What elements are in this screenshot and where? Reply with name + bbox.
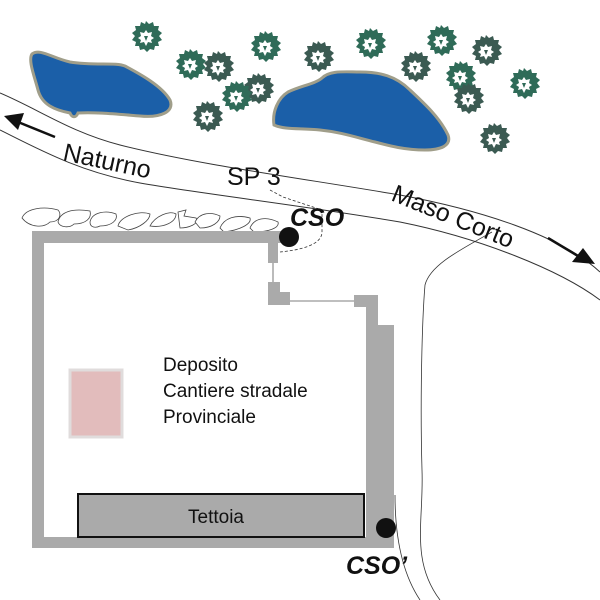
road-label-sp3: SP 3 bbox=[227, 163, 281, 191]
pond-right bbox=[272, 70, 451, 152]
tree-icon bbox=[204, 51, 234, 82]
tree-icon bbox=[427, 25, 457, 56]
arrow-left-icon bbox=[4, 113, 56, 139]
side-road-edge-east bbox=[394, 494, 421, 600]
tree-icon bbox=[193, 101, 223, 132]
side-road-edge-west bbox=[420, 231, 493, 600]
rock-barrier bbox=[21, 207, 279, 233]
tree-icon bbox=[251, 31, 281, 62]
outfall-cso-marker[interactable] bbox=[279, 227, 299, 247]
site-label-line-1: Deposito bbox=[163, 355, 238, 376]
tree-icon bbox=[472, 35, 502, 66]
pond-left bbox=[29, 50, 173, 119]
arrow-right-icon bbox=[547, 236, 595, 264]
site-marker bbox=[68, 368, 124, 439]
tree-icon bbox=[176, 49, 206, 80]
tree-icon bbox=[510, 68, 540, 99]
tree-icon bbox=[304, 41, 334, 72]
road-label-maso-corto: Maso Corto bbox=[388, 180, 518, 254]
shed-label: Tettoia bbox=[188, 507, 244, 528]
road-edge-north bbox=[0, 92, 600, 273]
site-walls bbox=[32, 231, 394, 548]
outfall-cso-prime-label: CSO’ bbox=[346, 552, 408, 580]
outfall-cso-prime-marker[interactable] bbox=[376, 518, 396, 538]
tree-icon bbox=[356, 28, 386, 59]
road-edge-south bbox=[0, 129, 600, 301]
outfall-cso-label: CSO bbox=[290, 204, 345, 232]
tree-icon bbox=[401, 51, 431, 82]
tree-icon bbox=[480, 123, 510, 154]
road-label-naturno: Naturno bbox=[61, 138, 154, 184]
shed-tettoia bbox=[77, 493, 365, 538]
site-label-line-2: Cantiere stradale bbox=[163, 381, 308, 402]
site-label-line-3: Provinciale bbox=[163, 407, 256, 428]
tree-icon bbox=[132, 21, 162, 52]
